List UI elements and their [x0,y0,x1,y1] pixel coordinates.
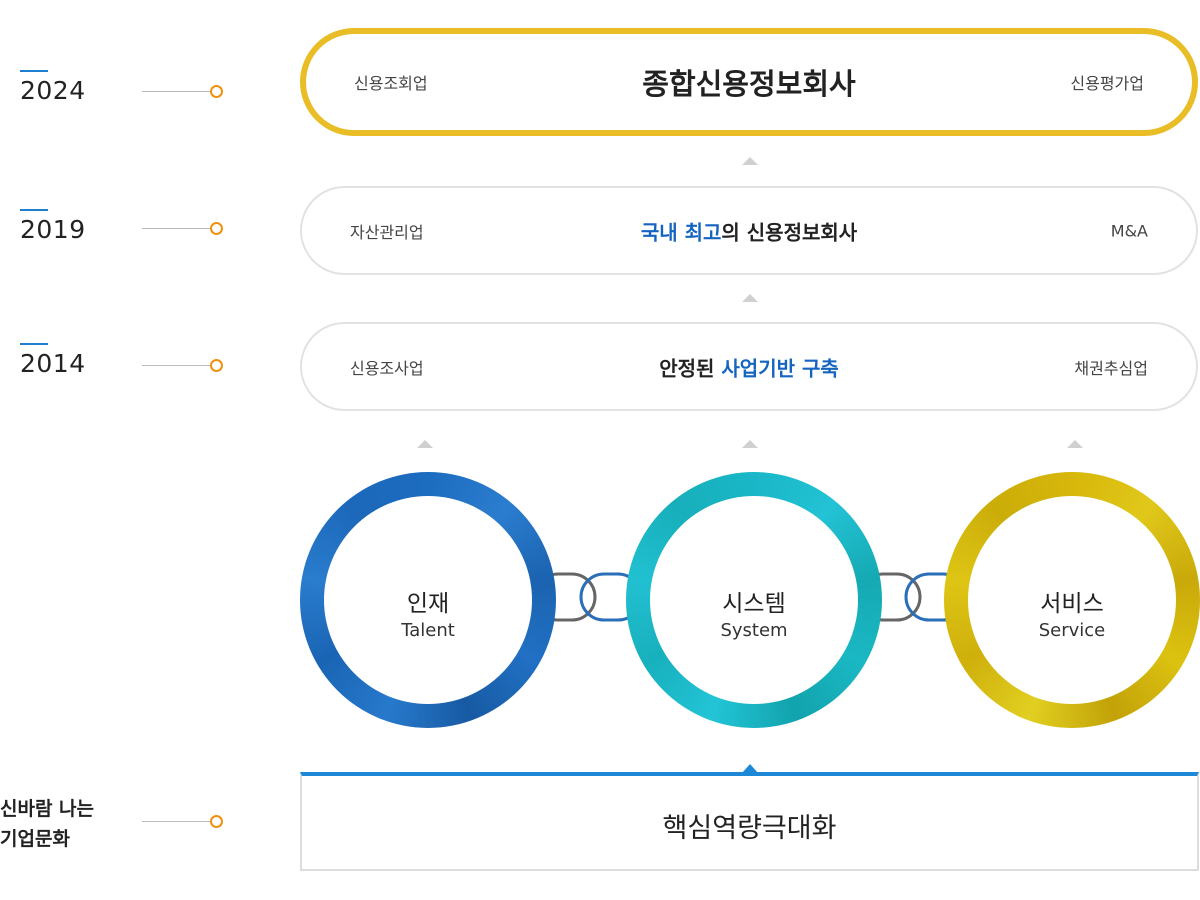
year-dash [20,343,48,345]
year-dash [20,70,48,72]
tier-right-label: 신용평가업 [1070,74,1144,93]
year-label: 2024 [20,76,86,105]
up-arrow-icon [742,440,758,448]
year-dash [20,209,48,211]
tier-right-label: M&A [1110,221,1148,240]
ring-title-ko: 인재 [406,591,450,617]
tier-title-prefix: 안정된 [659,356,722,380]
tier-right-label: 채권추심업 [1074,358,1148,378]
timeline-dot [210,85,223,98]
up-arrow-icon [742,294,758,302]
up-arrow-icon [742,157,758,165]
up-arrow-icon [1067,440,1083,448]
timeline-connector [142,91,210,92]
core-competency-title: 핵심역량극대화 [662,813,837,844]
tier-title: 안정된 사업기반 구축 [302,352,1196,381]
ring-title-ko: 시스템 [722,591,786,617]
tier-left-label: 자산관리업 [350,222,424,242]
timeline-dot [210,359,223,372]
chain-link-icon [545,572,637,622]
base-notch-icon [742,764,758,773]
ring-title-en: Service [1038,620,1106,641]
ring-system: 시스템 System [626,472,882,728]
ring-title-en: System [720,620,788,641]
ring-center: 시스템 System [650,496,858,704]
ring-service: 서비스 Service [944,472,1200,728]
tier-title-highlight: 국내 최고 [640,220,722,244]
timeline-row-2014: 2014 [0,343,230,383]
timeline-row-2024: 2024 [0,70,230,110]
tier-left-label: 신용조회업 [354,74,428,93]
tier-title-rest: 의 신용정보회사 [721,220,858,244]
tier-title: 종합신용정보회사 [642,67,856,101]
culture-label: 신바람 나는 기업문화 [0,798,95,850]
tier-2014: 신용조사업 안정된 사업기반 구축 채권추심업 [300,322,1198,411]
timeline-dot [210,222,223,235]
ring-center: 서비스 Service [968,496,1176,704]
timeline-row-2019: 2019 [0,209,230,249]
year-label: 2014 [20,349,86,378]
tier-left-label: 신용조사업 [350,358,424,378]
ring-title-ko: 서비스 [1040,591,1104,617]
core-competency-box: 핵심역량극대화 [300,772,1199,871]
timeline-connector [142,228,210,229]
tier-2019: 자산관리업 국내 최고의 신용정보회사 M&A [300,186,1198,275]
tier-title: 국내 최고의 신용정보회사 [302,216,1196,245]
year-label: 2019 [20,215,86,244]
tier-title-highlight: 사업기반 구축 [721,356,839,380]
up-arrow-icon [417,440,433,448]
timeline-dot [210,815,223,828]
chain-link-icon [870,572,962,622]
timeline-connector [142,365,210,366]
ring-center: 인재 Talent [324,496,532,704]
ring-title-en: Talent [401,620,455,641]
timeline-connector [142,821,210,822]
ring-talent: 인재 Talent [300,472,556,728]
tier-2024: 신용조회업 종합신용정보회사 신용평가업 [300,28,1198,136]
